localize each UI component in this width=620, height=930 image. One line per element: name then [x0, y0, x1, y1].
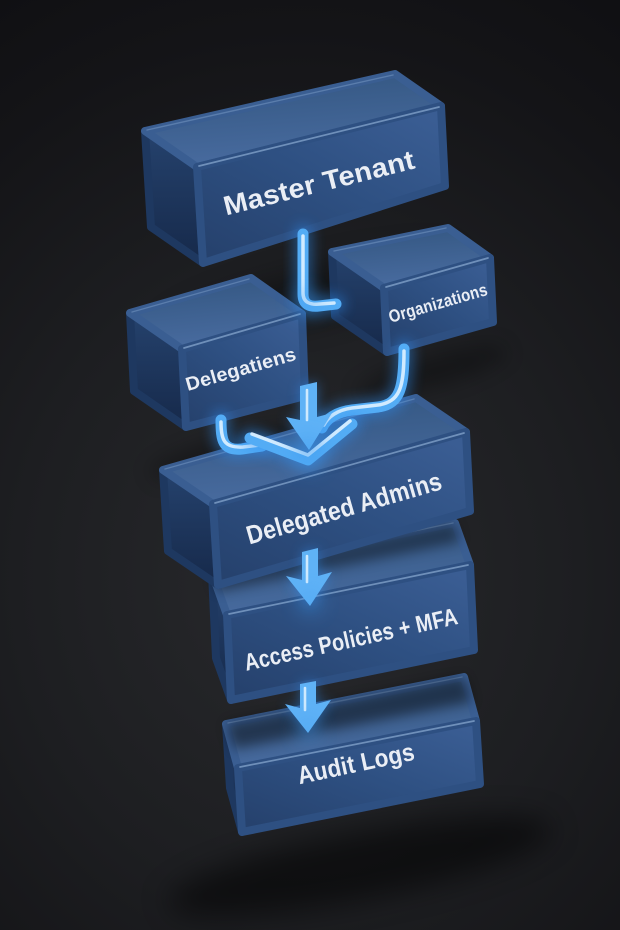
down-arrow-icon: [285, 681, 331, 740]
node-master-tenant: Master Tenant: [141, 70, 449, 267]
edge-organizations-to-merge: [312, 339, 414, 438]
cast-shadow: [212, 523, 460, 592]
node-delegations: Delegatiens: [126, 274, 309, 431]
down-arrow-icon: [286, 548, 332, 613]
edge-delegations-to-merge: [211, 410, 272, 460]
cast-shadow: [226, 677, 472, 749]
node-access-policies-mfa: Access Policies + MFA: [208, 519, 478, 704]
merge-arrow-icon: [240, 291, 362, 470]
node-organizations: Organizations: [328, 224, 497, 356]
